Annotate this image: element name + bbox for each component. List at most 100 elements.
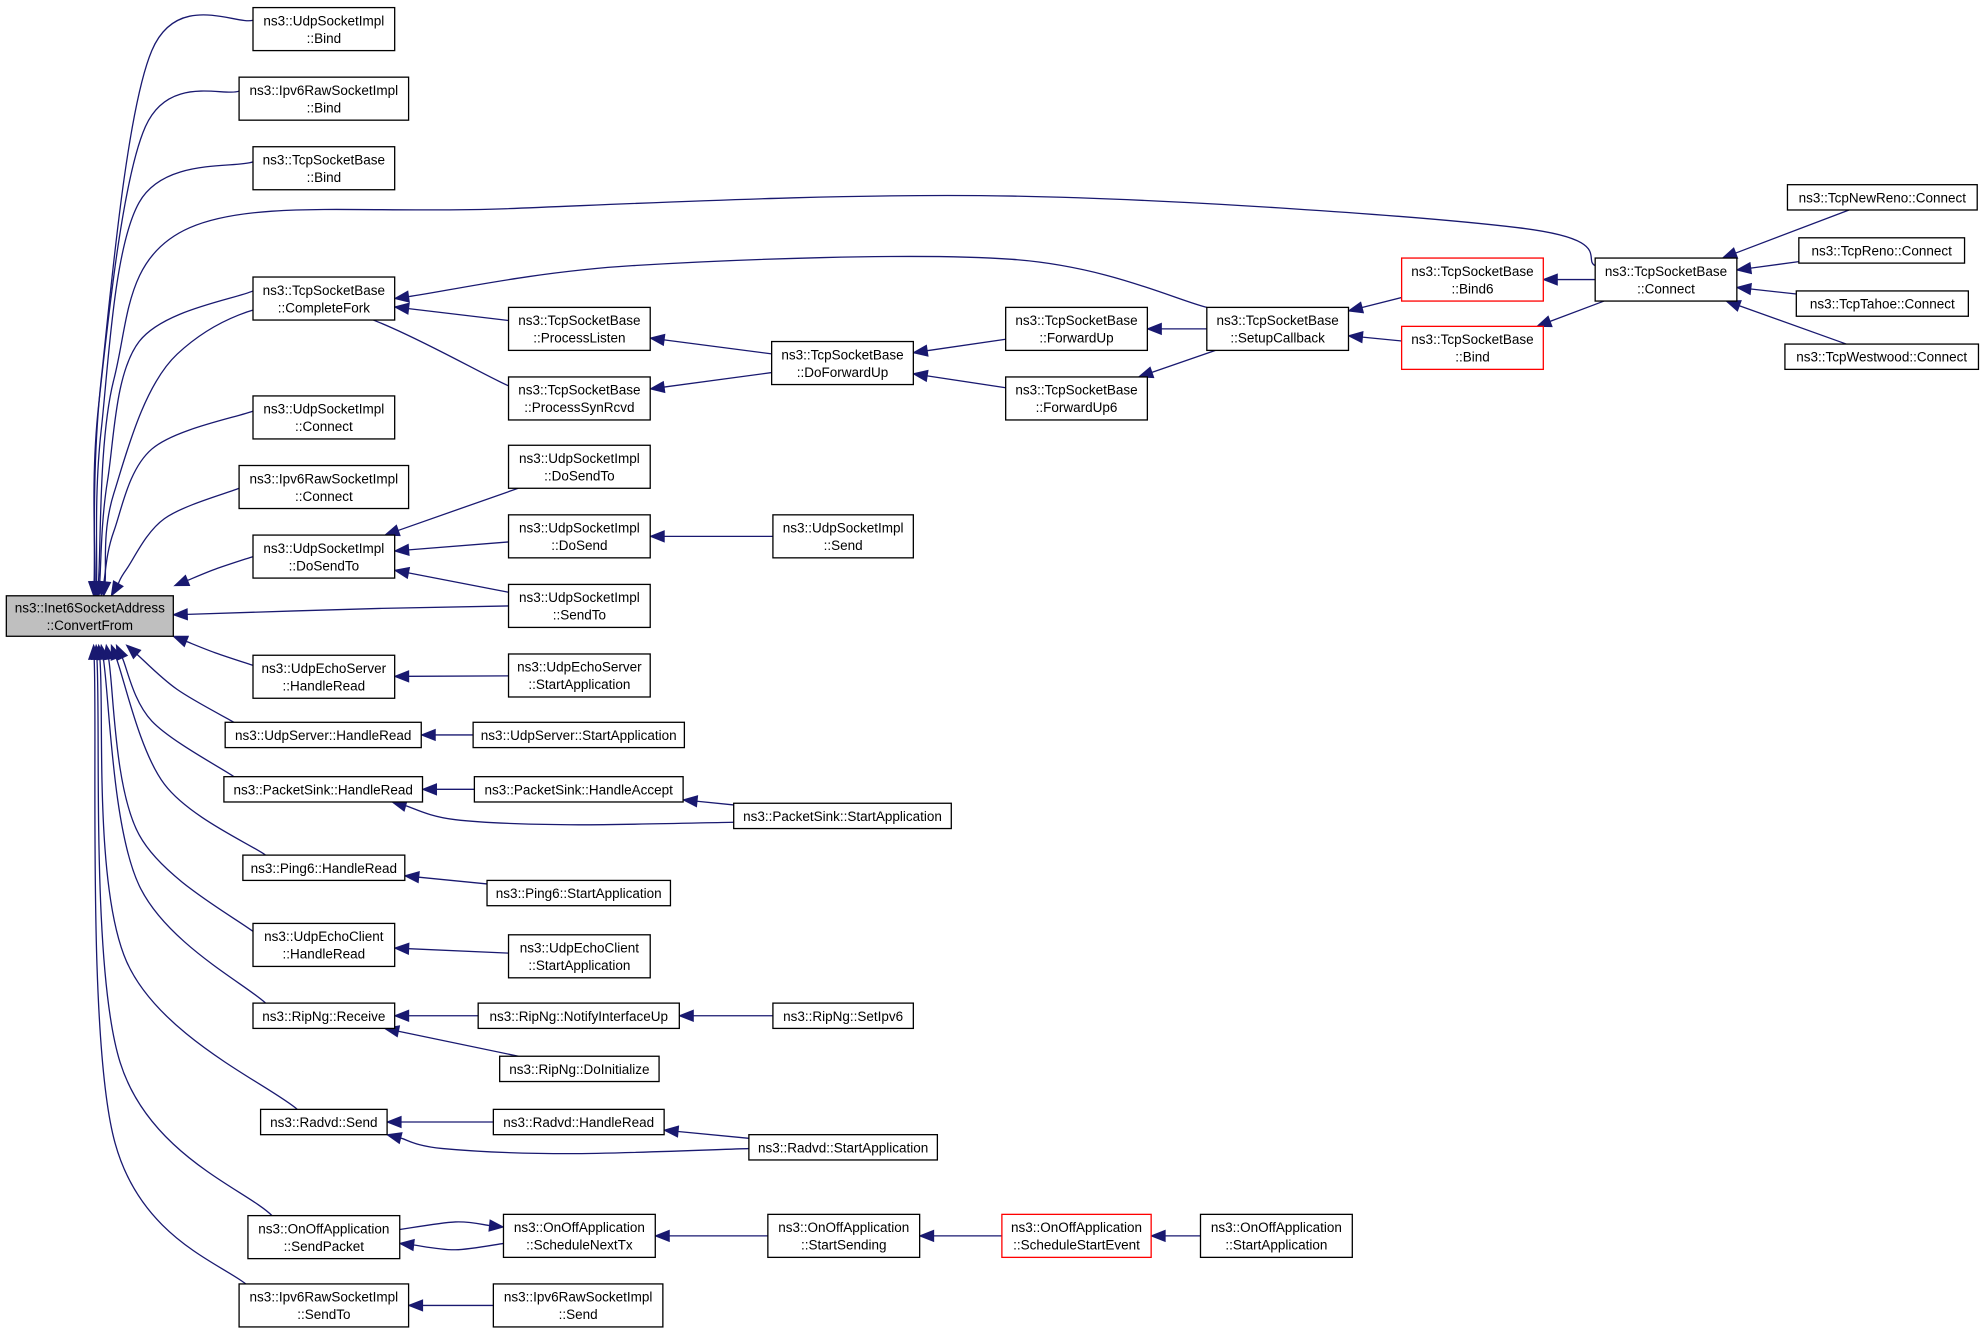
call-edge-packetsink_start-to-packetsink_handleread (390, 799, 734, 826)
node-box (252, 534, 396, 579)
function-node-tcp-bind[interactable]: ns3::TcpSocketBase::Bind (252, 146, 396, 191)
call-edge-ipv6raw_send-to-ipv6raw_sendto (407, 1299, 494, 1312)
function-node-onoff-schedstart[interactable]: ns3::OnOffApplication::ScheduleStartEven… (1001, 1213, 1152, 1259)
function-node-onoff-startsending[interactable]: ns3::OnOffApplication::StartSending (767, 1213, 921, 1259)
function-node-radvd-start[interactable]: ns3::Radvd::StartApplication (748, 1134, 939, 1161)
edge-line (1151, 349, 1216, 373)
function-node-forwardup[interactable]: ns3::TcpSocketBase::ForwardUp (1005, 306, 1149, 352)
node-box (492, 1108, 665, 1136)
node-box (486, 879, 672, 907)
call-edge-onoff_start-to-onoff_schedstart (1149, 1229, 1201, 1243)
function-node-bind6[interactable]: ns3::TcpSocketBase::Bind6 (1400, 257, 1544, 302)
function-node-udp-bind[interactable]: ns3::UdpSocketImpl::Bind (252, 6, 396, 52)
edge-line (108, 658, 260, 937)
function-node-echoserver-handleread[interactable]: ns3::UdpEchoServer::HandleRead (252, 654, 396, 699)
function-node-udp-sendto[interactable]: ns3::UdpSocketImpl::SendTo (507, 583, 651, 629)
function-node-ripng-doinit[interactable]: ns3::RipNg::DoInitialize (499, 1055, 660, 1083)
function-node-udp-send[interactable]: ns3::UdpSocketImpl::Send (772, 514, 914, 559)
node-label-line: ns3::UdpEchoServer (262, 661, 387, 676)
function-node-ripng-receive[interactable]: ns3::RipNg::Receive (252, 1002, 396, 1030)
arrowhead-icon (911, 369, 929, 383)
function-node-processlisten[interactable]: ns3::TcpSocketBase::ProcessListen (507, 306, 651, 352)
function-node-tcp-bind2[interactable]: ns3::TcpSocketBase::Bind (1400, 325, 1544, 371)
edge-line (121, 657, 235, 778)
function-node-onoff-start[interactable]: ns3::OnOffApplication::StartApplication (1199, 1213, 1353, 1259)
node-label-line: ns3::TcpNewReno::Connect (1799, 190, 1967, 205)
function-node-echoclient-handleread[interactable]: ns3::UdpEchoClient::HandleRead (252, 922, 396, 968)
edge-line (93, 90, 240, 582)
function-node-packetsink-accept[interactable]: ns3::PacketSink::HandleAccept (473, 776, 684, 803)
node-label-line: ns3::TcpSocketBase (781, 347, 903, 362)
call-edge-ipv6raw_sendto-to-root (87, 643, 254, 1291)
edge-line (678, 1130, 749, 1139)
node-box (772, 1002, 914, 1030)
edge-line (1750, 288, 1797, 295)
node-label-line: ns3::Ping6::HandleRead (251, 861, 397, 876)
node-label-line: ns3::Inet6SocketAddress (15, 600, 165, 615)
function-node-radvd-send[interactable]: ns3::Radvd::Send (259, 1108, 388, 1136)
function-node-ripng-notify[interactable]: ns3::RipNg::NotifyInterfaceUp (477, 1002, 680, 1030)
edge-line (187, 605, 509, 615)
function-node-setupcallback[interactable]: ns3::TcpSocketBase::SetupCallback (1206, 306, 1350, 352)
call-edge-reno-to-tcp_connect (1735, 260, 1799, 275)
node-label-line: ::Send (824, 538, 863, 553)
call-edge-ipv6raw_connect-to-root (110, 487, 240, 597)
node-label-line: ::Bind6 (1451, 281, 1493, 296)
function-node-ipv6raw-bind[interactable]: ns3::Ipv6RawSocketImpl::Bind (238, 76, 410, 121)
function-node-tcp-connect[interactable]: ns3::TcpSocketBase::Connect (1594, 257, 1738, 302)
function-node-echoserver-start[interactable]: ns3::UdpEchoServer::StartApplication (507, 653, 651, 698)
node-label-line: ::ConvertFrom (47, 618, 133, 633)
function-node-doforwardup[interactable]: ns3::TcpSocketBase::DoForwardUp (771, 340, 914, 386)
function-node-udp-dosendto2[interactable]: ns3::UdpSocketImpl::DoSendTo (507, 444, 651, 489)
call-edge-setupcallback-to-forwardup (1145, 322, 1207, 336)
function-node-completefork[interactable]: ns3::TcpSocketBase::CompleteFork (252, 276, 396, 321)
function-node-processsynrcvd[interactable]: ns3::TcpSocketBase::ProcessSynRcvd (507, 376, 651, 421)
call-edge-setupcallback-to-completefork (393, 255, 1207, 309)
function-node-onoff-sendpacket[interactable]: ns3::OnOffApplication::SendPacket (247, 1214, 401, 1260)
node-label-line: ns3::RipNg::SetIpv6 (783, 1009, 903, 1024)
node-label-line: ns3::PacketSink::StartApplication (743, 809, 942, 824)
function-node-echoclient-start[interactable]: ns3::UdpEchoClient::StartApplication (507, 934, 651, 979)
node-label-line: ns3::TcpSocketBase (1015, 383, 1137, 398)
call-edge-forwardup-to-doforwardup (911, 338, 1006, 357)
function-node-udp-dosendto[interactable]: ns3::UdpSocketImpl::DoSendTo (252, 534, 396, 579)
function-node-packetsink-handleread[interactable]: ns3::PacketSink::HandleRead (223, 776, 424, 803)
function-node-ipv6raw-connect[interactable]: ns3::Ipv6RawSocketImpl::Connect (238, 464, 410, 510)
function-node-packetsink-start[interactable]: ns3::PacketSink::StartApplication (733, 802, 952, 830)
edge-line (102, 658, 267, 1004)
node-box (492, 1283, 664, 1328)
arrowhead-icon (393, 942, 410, 955)
function-node-ipv6raw-sendto[interactable]: ns3::Ipv6RawSocketImpl::SendTo (238, 1283, 410, 1328)
node-label-line: ns3::UdpSocketImpl (263, 13, 384, 28)
function-node-westwood[interactable]: ns3::TcpWestwood::Connect (1784, 343, 1980, 371)
edge-line (117, 487, 240, 584)
function-node-reno[interactable]: ns3::TcpReno::Connect (1798, 237, 1966, 264)
edge-line (115, 657, 267, 856)
node-box (1400, 257, 1544, 302)
function-node-udpserver-handleread[interactable]: ns3::UdpServer::HandleRead (224, 721, 422, 749)
function-node-root[interactable]: ns3::Inet6SocketAddress::ConvertFrom (5, 595, 174, 637)
call-edge-udp_dosendto-to-root (173, 555, 254, 587)
function-node-newreno[interactable]: ns3::TcpNewReno::Connect (1786, 184, 1978, 211)
function-node-tahoe[interactable]: ns3::TcpTahoe::Connect (1795, 290, 1969, 317)
function-node-udp-connect[interactable]: ns3::UdpSocketImpl::Connect (252, 395, 396, 440)
function-node-onoff-schednext[interactable]: ns3::OnOffApplication::ScheduleNextTx (502, 1213, 656, 1259)
function-node-ping6-start[interactable]: ns3::Ping6::StartApplication (486, 879, 672, 907)
function-node-ping6-handleread[interactable]: ns3::Ping6::HandleRead (242, 854, 406, 882)
node-label-line: ns3::RipNg::Receive (262, 1009, 385, 1024)
node-label-line: ::Bind (1455, 350, 1490, 365)
function-node-ipv6raw-send[interactable]: ns3::Ipv6RawSocketImpl::Send (492, 1283, 664, 1328)
call-edge-packetsink_start-to-packetsink_accept (681, 795, 734, 808)
function-node-radvd-handleread[interactable]: ns3::Radvd::HandleRead (492, 1108, 665, 1136)
call-edge-udpserver_handleread-to-root (125, 644, 235, 723)
function-node-ripng-setipv6[interactable]: ns3::RipNg::SetIpv6 (772, 1002, 914, 1030)
node-label-line: ns3::TcpSocketBase (263, 152, 385, 167)
function-node-forwardup6[interactable]: ns3::TcpSocketBase::ForwardUp6 (1005, 376, 1149, 421)
function-node-udp-dosend[interactable]: ns3::UdpSocketImpl::DoSend (507, 514, 651, 559)
arrowhead-icon (393, 290, 410, 303)
arrowhead-icon (1735, 261, 1753, 275)
node-label-line: ns3::TcpSocketBase (1605, 264, 1727, 279)
node-box (224, 721, 422, 749)
node-box (1206, 306, 1350, 352)
function-node-udpserver-start[interactable]: ns3::UdpServer::StartApplication (472, 721, 686, 749)
